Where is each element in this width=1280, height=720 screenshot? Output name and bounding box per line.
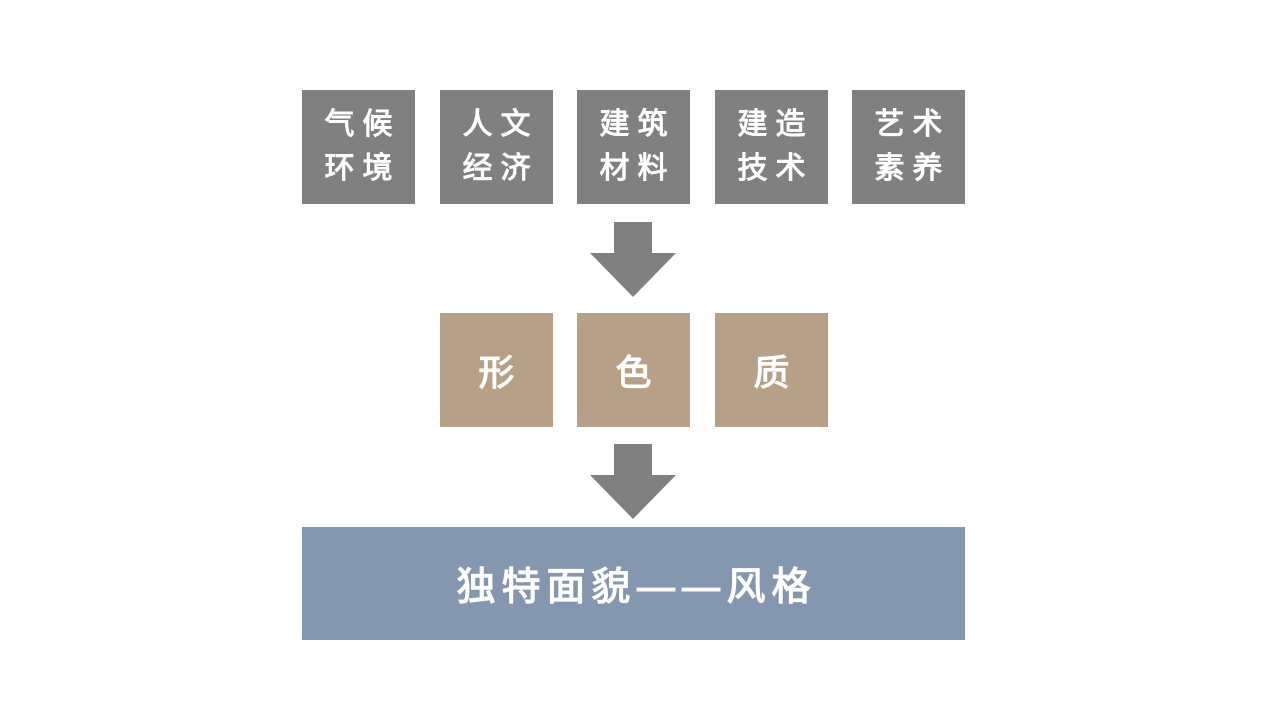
- down-arrow-icon: [590, 222, 676, 297]
- result-label: 独特面貌——风格: [456, 565, 817, 609]
- factor-box-humanities-economy: 人文 经济: [440, 90, 553, 204]
- factor-box-label-line: 气候: [324, 108, 401, 141]
- factor-box-label-line: 环境: [324, 152, 401, 185]
- factor-box-construction-technique: 建造 技术: [715, 90, 828, 204]
- factor-box-label-line: 建筑: [599, 108, 676, 141]
- factor-box-label-line: 经济: [462, 152, 539, 185]
- element-box-texture: 质: [715, 313, 828, 427]
- factor-box-label-line: 技术: [737, 152, 814, 185]
- factor-box-label-line: 艺术: [874, 108, 951, 141]
- element-box-label: 质: [753, 352, 790, 393]
- factor-box-climate-environment: 气候 环境: [302, 90, 415, 204]
- factor-box-label-line: 材料: [599, 152, 676, 185]
- element-box-label: 色: [615, 352, 652, 393]
- element-box-form: 形: [440, 313, 553, 427]
- factor-box-building-materials: 建筑 材料: [577, 90, 690, 204]
- factor-box-label-line: 建造: [737, 108, 814, 141]
- result-bar: 独特面貌——风格: [302, 527, 965, 640]
- element-box-color: 色: [577, 313, 690, 427]
- element-box-label: 形: [478, 352, 515, 393]
- factor-box-label-line: 人文: [462, 108, 539, 141]
- factor-box-label-line: 素养: [874, 152, 951, 185]
- down-arrow-icon: [590, 444, 676, 519]
- factor-box-artistic-literacy: 艺术 素养: [852, 90, 965, 204]
